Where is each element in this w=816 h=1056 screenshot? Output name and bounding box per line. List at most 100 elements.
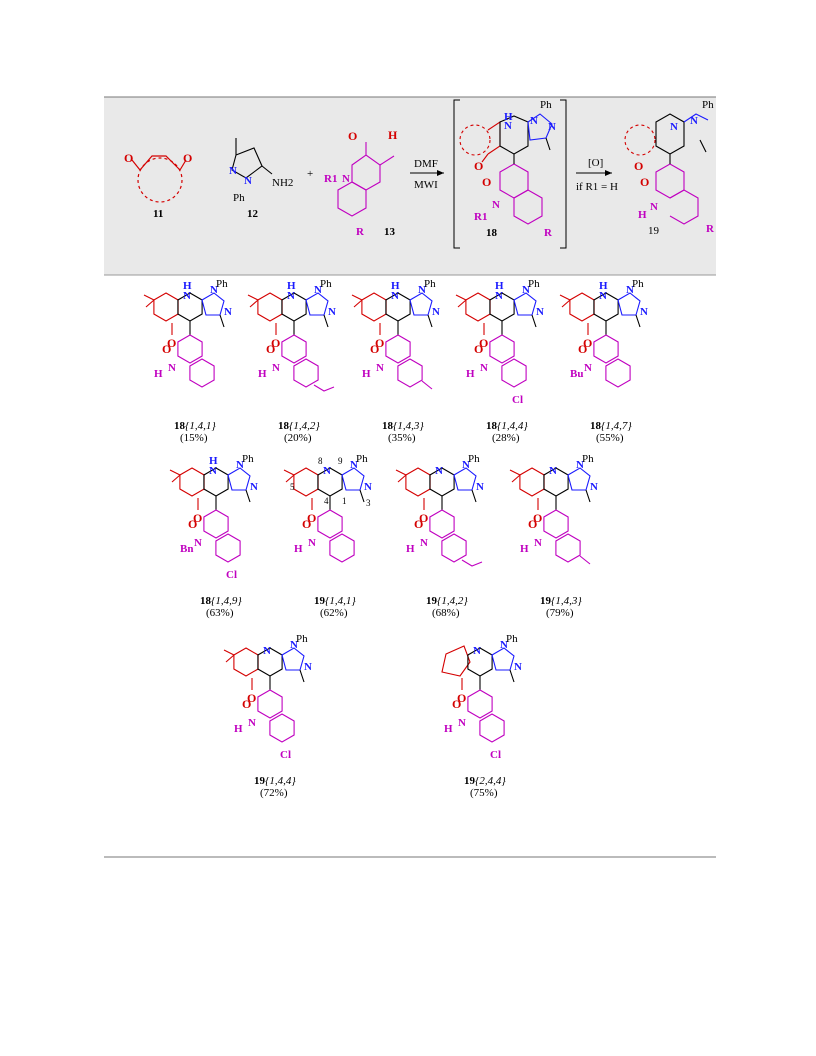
methyl-bond-b (457, 299, 467, 308)
benzo-ring (555, 533, 581, 563)
svg-text:O: O (348, 129, 357, 143)
benzo-ring (215, 533, 241, 563)
lactam-nitrogen: N (458, 717, 466, 729)
pyrazole-n1: N (576, 459, 584, 471)
methyl-bond-b (145, 299, 155, 308)
pyrazole-n1: N (210, 284, 218, 296)
methyl-bond (427, 314, 433, 328)
n-substituent: Bu (570, 368, 583, 380)
phenyl-label: Ph (242, 453, 254, 465)
lactam-nitrogen: N (194, 537, 202, 549)
compound-number: 19 (464, 775, 476, 787)
svg-text:O: O (183, 151, 192, 165)
cyclohexanone-ring (361, 292, 387, 322)
cyclohexanone-ring (465, 292, 491, 322)
carbonyl-oxygen: O (193, 511, 202, 525)
pyrazole-ring (281, 647, 305, 671)
lactam-nitrogen: N (534, 537, 542, 549)
pyrazole-n1: N (500, 639, 508, 651)
arrow-2-top: [O] (588, 157, 603, 169)
pyridone-ring (317, 509, 343, 539)
pyrazole-n1: N (522, 284, 530, 296)
arrow-1-bottom: MWI (414, 179, 438, 191)
compound-yield: (28%) (492, 432, 520, 444)
carbonyl-oxygen: O (533, 511, 542, 525)
methyl-substituent (579, 555, 591, 565)
reagent-12-label: 12 (247, 208, 259, 220)
compound-yield: (63%) (206, 607, 234, 619)
pyridone-ring (593, 334, 619, 364)
n-substituent: H (258, 368, 267, 380)
ring-locant: 8 (318, 456, 323, 466)
cyclohexanone-ring (233, 647, 259, 677)
compound-code: {1,4,2} (289, 420, 320, 432)
pyridone-ring (489, 334, 515, 364)
svg-text:N: N (504, 120, 512, 132)
svg-text:O: O (482, 175, 491, 189)
svg-text:O: O (634, 159, 643, 173)
pyrazole-ring (567, 467, 591, 491)
n-substituent: H (294, 543, 303, 555)
lactam-nitrogen: N (308, 537, 316, 549)
methyl-bond-a (247, 294, 259, 301)
methyl-bond-a (143, 294, 155, 301)
compound-caption: 19{2,4,4} (464, 775, 506, 787)
lactam-nitrogen: N (248, 717, 256, 729)
reagent-11-structure: O O (124, 151, 192, 203)
cyclohexanone-ring (179, 467, 205, 497)
methyl-substituent (421, 380, 433, 390)
pyrazole-ring (491, 647, 515, 671)
nh-hydrogen: H (209, 455, 218, 467)
compound-code: {1,4,4} (497, 420, 528, 432)
compound-code: {1,4,9} (211, 595, 242, 607)
pyridine-nitrogen: N (495, 290, 503, 302)
compound-code: {1,4,2} (437, 595, 468, 607)
cyclohexanone-ring (569, 292, 595, 322)
arrow-1-top: DMF (414, 158, 438, 170)
methyl-bond (509, 669, 515, 683)
n-substituent: H (444, 723, 453, 735)
compound-yield: (15%) (180, 432, 208, 444)
compound-yield: (35%) (388, 432, 416, 444)
methyl-bond-a (395, 469, 407, 476)
compound-number: 18 (278, 420, 290, 432)
lactam-nitrogen: N (480, 362, 488, 374)
benzo-ring (605, 358, 631, 388)
pyrazole-n1: N (314, 284, 322, 296)
pyridone-ring (385, 334, 411, 364)
nh-hydrogen: H (495, 280, 504, 292)
chloro-substituent: Cl (280, 749, 291, 761)
intermediate-18-structure (459, 113, 553, 225)
methyl-bond-a (223, 649, 235, 656)
pyrazole-n2: N (514, 661, 522, 673)
lactam-oxygen: O (266, 342, 275, 356)
product-19-structure (624, 113, 709, 225)
phenyl-label: Ph (632, 278, 644, 290)
compound-yield: (55%) (596, 432, 624, 444)
nh-hydrogen: H (183, 280, 192, 292)
lactam-nitrogen: N (584, 362, 592, 374)
compound-number: 19 (426, 595, 438, 607)
pyridone-ring (429, 509, 455, 539)
intermediate-ph: Ph (540, 99, 552, 111)
benzo-ring (441, 533, 467, 563)
compound-number: 18 (200, 595, 212, 607)
pyrazole-n2: N (224, 306, 232, 318)
methyl-bond (531, 314, 537, 328)
compound-caption: 18{1,4,9} (200, 595, 242, 607)
pyridine-nitrogen: N (391, 290, 399, 302)
pyrazole-n2: N (432, 306, 440, 318)
methyl-bond (359, 489, 365, 503)
phenyl-label: Ph (320, 278, 332, 290)
lactam-oxygen: O (242, 697, 251, 711)
compound-yield: (62%) (320, 607, 348, 619)
chloro-substituent: Cl (490, 749, 501, 761)
reagent-12-ph: Ph (233, 192, 245, 204)
reagent-12-structure (231, 138, 273, 179)
ring-locant: 4 (324, 496, 329, 506)
benzo-ring (329, 533, 355, 563)
pyridone-ring (467, 689, 493, 719)
